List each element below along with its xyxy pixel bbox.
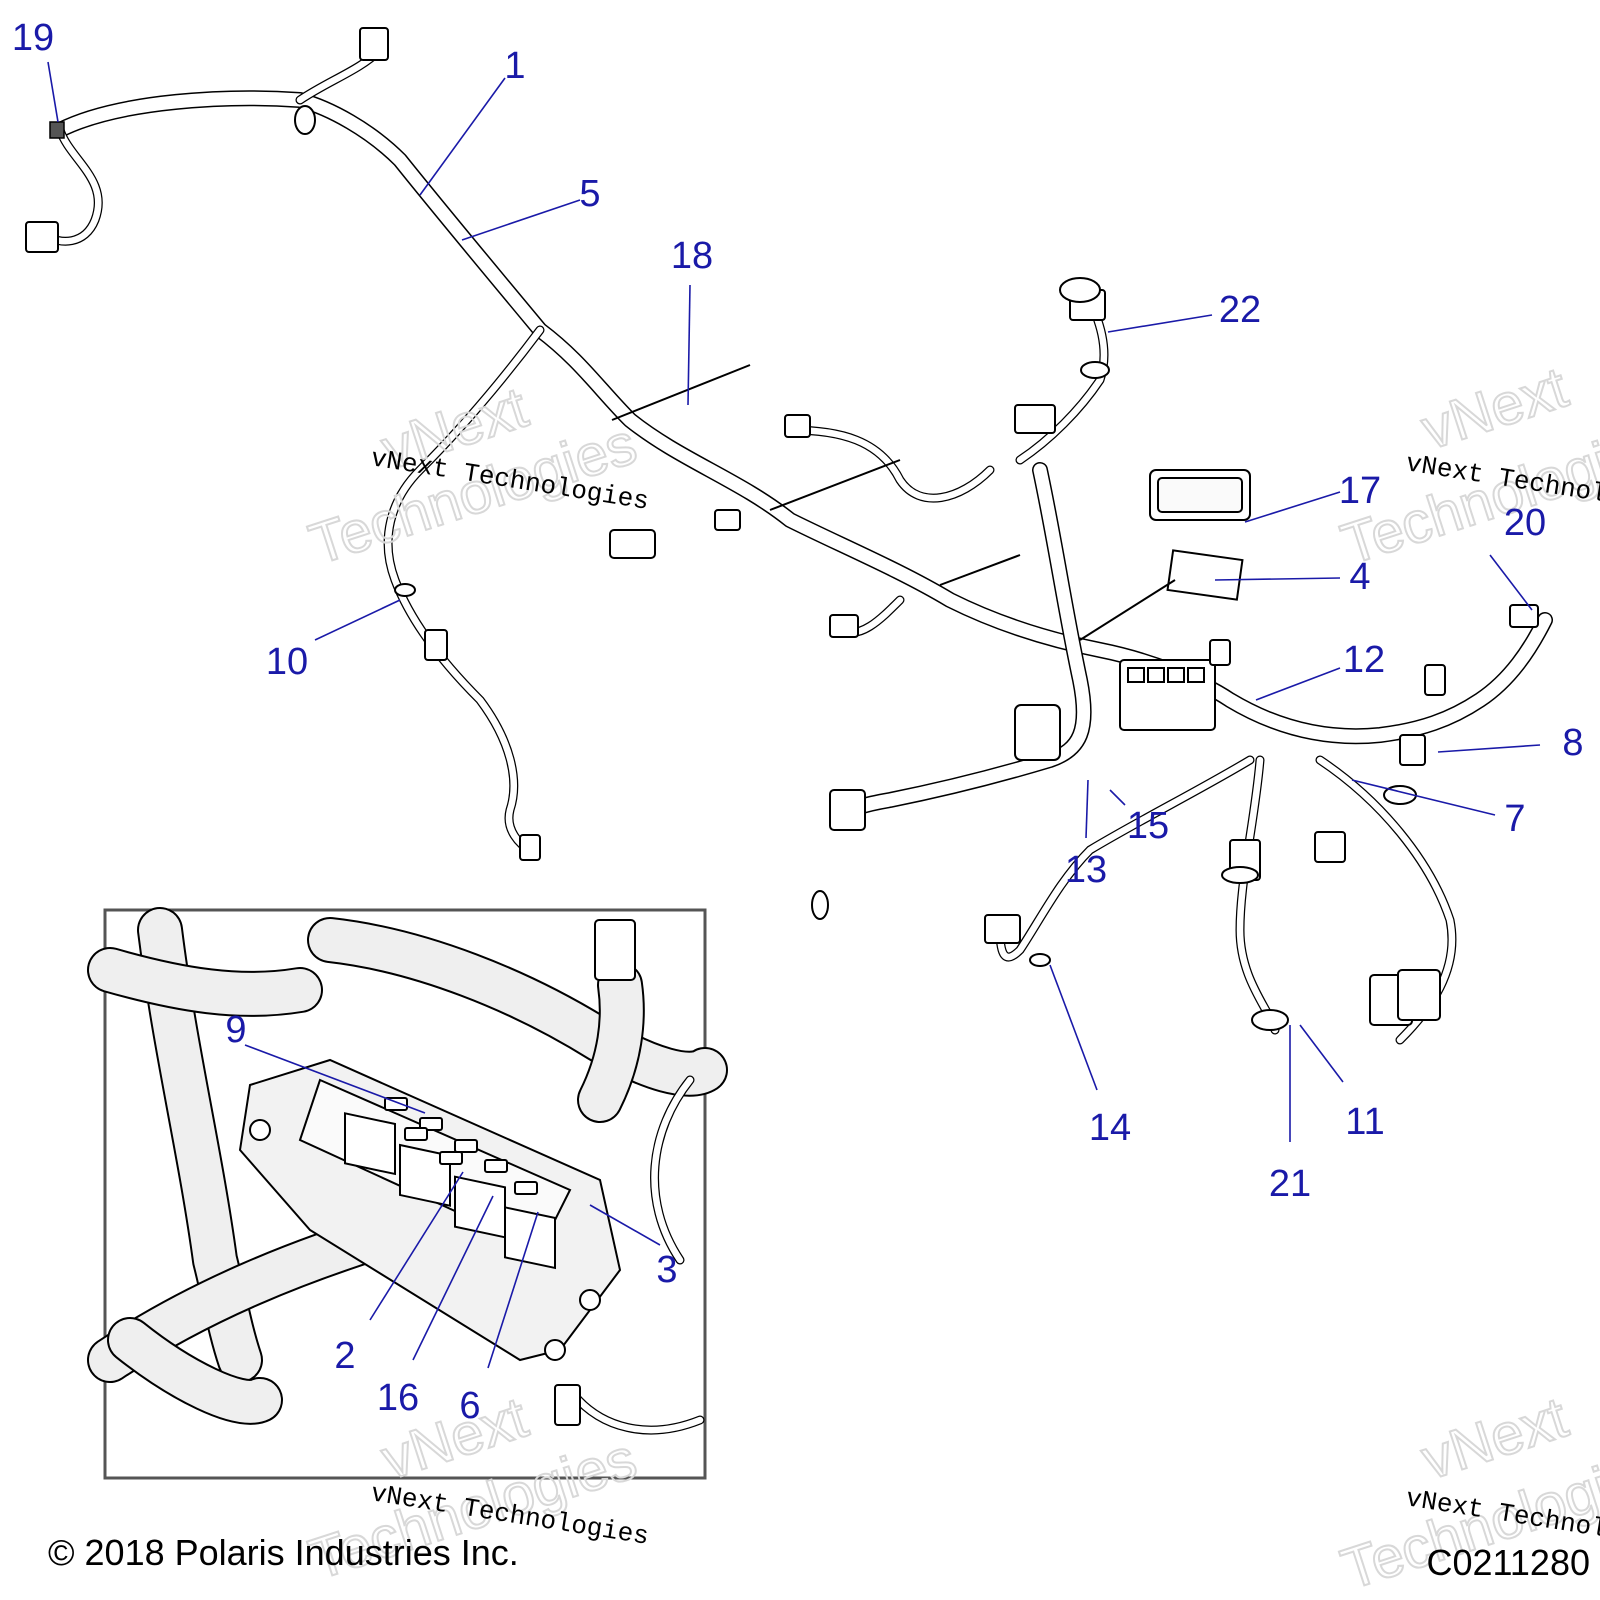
callouts: 1 2 3 4 5 6 7 8 9 10 11 12 13 14 15 16 1…	[12, 17, 1584, 1427]
callout-18: 18	[671, 235, 713, 277]
callout-2: 2	[334, 1335, 355, 1377]
callout-5: 5	[579, 173, 600, 215]
callout-9: 9	[225, 1009, 246, 1051]
inset-fuses	[384, 1097, 538, 1195]
copyright-text: © 2018 Polaris Industries Inc.	[48, 1532, 519, 1573]
relay-row	[1127, 667, 1205, 683]
callout-14: 14	[1089, 1107, 1131, 1149]
callout-15: 15	[1127, 805, 1169, 847]
leader-lines	[47, 61, 1541, 1369]
callout-3: 3	[656, 1249, 677, 1291]
callout-11: 11	[1345, 1101, 1384, 1143]
callout-17: 17	[1339, 470, 1381, 512]
main-harness	[40, 45, 1553, 1045]
callout-1: 1	[504, 45, 525, 87]
callout-20: 20	[1504, 502, 1546, 544]
callout-4: 4	[1349, 556, 1370, 598]
callout-6: 6	[459, 1385, 480, 1427]
callout-19: 19	[12, 17, 54, 59]
callout-12: 12	[1343, 639, 1385, 681]
figure-code: C0211280	[1427, 1542, 1590, 1583]
detail-inset	[87, 907, 728, 1480]
callout-21: 21	[1269, 1163, 1311, 1205]
callout-13: 13	[1065, 849, 1107, 891]
harness-connectors	[25, 27, 1539, 1031]
callout-8: 8	[1562, 722, 1583, 764]
callout-16: 16	[377, 1377, 419, 1419]
callout-10: 10	[266, 641, 308, 683]
callout-22: 22	[1219, 289, 1261, 331]
callout-7: 7	[1504, 798, 1525, 840]
